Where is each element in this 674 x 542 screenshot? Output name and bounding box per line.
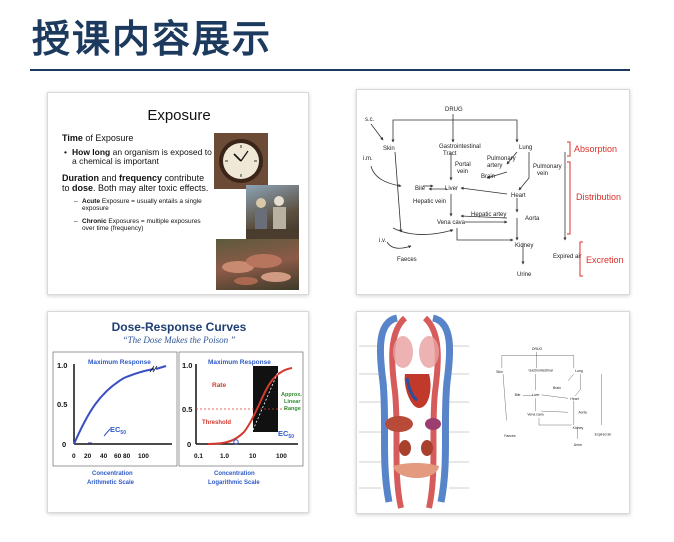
svg-text:60: 60 bbox=[114, 453, 122, 460]
svg-text:1.0: 1.0 bbox=[220, 453, 229, 460]
svg-text:DRUG: DRUG bbox=[532, 347, 543, 351]
node-hepatic-vein: Hepatic vein bbox=[413, 199, 446, 205]
svg-text:1.0: 1.0 bbox=[57, 361, 67, 370]
node-drug: DRUG bbox=[445, 107, 463, 113]
node-pulmonary-artery: Pulmonary bbox=[487, 156, 516, 162]
svg-text:100: 100 bbox=[276, 453, 287, 460]
node-urine: Urine bbox=[517, 272, 532, 278]
svg-text:0: 0 bbox=[72, 453, 76, 460]
time-heading: Time of Exposure bbox=[62, 133, 134, 143]
svg-text:1.0: 1.0 bbox=[182, 361, 192, 370]
slide-thumbnail-dose-response[interactable]: Dose-Response Curves “The Dose Makes the… bbox=[47, 311, 309, 513]
rate-label: Rate bbox=[212, 382, 226, 389]
svg-text:Kidney: Kidney bbox=[573, 426, 584, 430]
left-ec50-label: EC50 bbox=[110, 425, 126, 436]
svg-text:Tract: Tract bbox=[443, 151, 457, 157]
node-iv: i.v. bbox=[379, 238, 387, 244]
svg-text:0.5: 0.5 bbox=[182, 405, 192, 414]
node-portal-vein: Portal bbox=[455, 162, 471, 168]
how-long-bullet: How long an organism is exposed to a che… bbox=[62, 148, 212, 166]
svg-text:100: 100 bbox=[138, 453, 149, 460]
phase-absorption: Absorption bbox=[574, 144, 617, 154]
svg-text:Gastrointestinal: Gastrointestinal bbox=[529, 369, 553, 373]
svg-text:Expired air: Expired air bbox=[595, 432, 612, 436]
svg-text:vein: vein bbox=[537, 171, 548, 177]
workers-photo bbox=[246, 185, 299, 239]
node-bile: Bile bbox=[415, 186, 426, 192]
svg-text:Concentration: Concentration bbox=[214, 471, 255, 477]
slide-thumbnail-exposure[interactable]: Exposure Time of Exposure How long an or… bbox=[47, 92, 309, 295]
node-skin: Skin bbox=[383, 146, 395, 152]
svg-text:40: 40 bbox=[100, 453, 108, 460]
node-expired-air: Expired air bbox=[553, 254, 582, 260]
svg-text:Urine: Urine bbox=[574, 443, 582, 447]
svg-text:Logarithmic Scale: Logarithmic Scale bbox=[208, 480, 260, 486]
svg-text:Liver: Liver bbox=[532, 393, 540, 397]
svg-text:Lung: Lung bbox=[575, 369, 583, 373]
svg-text:Skin: Skin bbox=[496, 370, 503, 374]
node-heart: Heart bbox=[511, 193, 526, 199]
title-divider bbox=[30, 69, 630, 71]
left-max-response: Maximum Response bbox=[88, 359, 151, 366]
phase-distribution: Distribution bbox=[576, 192, 621, 202]
node-sc: s.c. bbox=[365, 117, 375, 123]
node-vena-cava: Vena cava bbox=[437, 220, 466, 226]
node-brain: Brain bbox=[481, 174, 495, 180]
threshold-label: Threshold bbox=[202, 420, 231, 426]
svg-text:0.5: 0.5 bbox=[57, 400, 67, 409]
svg-text:20: 20 bbox=[84, 453, 92, 460]
svg-text:80: 80 bbox=[123, 453, 131, 460]
slide-body: Time of Exposure How long an organism is… bbox=[62, 133, 212, 238]
chronic-bullet: Chronic Exposures = multiple exposures o… bbox=[62, 218, 212, 232]
log-curve bbox=[207, 367, 293, 445]
phase-excretion: Excretion bbox=[586, 255, 624, 265]
arithmetic-curve bbox=[73, 368, 155, 445]
svg-text:Range: Range bbox=[284, 406, 301, 412]
page-title: 授课内容展示 bbox=[32, 17, 273, 61]
svg-text:Linear: Linear bbox=[284, 399, 301, 405]
drug-pathway-diagram: DRUG s.c. i.m. Skin Gastrointestinal Tra… bbox=[363, 107, 624, 278]
right-ec50-label: EC50 bbox=[278, 429, 294, 440]
svg-text:artery: artery bbox=[487, 163, 502, 169]
svg-text:Brain: Brain bbox=[553, 386, 561, 390]
right-max-response: Maximum Response bbox=[208, 359, 271, 366]
svg-text:0: 0 bbox=[62, 440, 66, 449]
slide-thumbnail-circulation[interactable]: DRUG Skin Gastrointestinal Lung Brain Bi… bbox=[356, 311, 630, 514]
node-liver: Liver bbox=[445, 186, 458, 192]
linear-range-label: Approx. bbox=[281, 392, 302, 398]
node-faeces: Faeces bbox=[397, 257, 417, 263]
dead-fish-photo bbox=[216, 239, 299, 290]
svg-text:0: 0 bbox=[187, 440, 191, 449]
node-kidney: Kidney bbox=[515, 243, 533, 249]
svg-text:10: 10 bbox=[249, 453, 257, 460]
svg-text:0.1: 0.1 bbox=[194, 453, 203, 460]
clock-photo bbox=[214, 133, 268, 189]
acute-bullet: Acute Exposure = usually entails a singl… bbox=[62, 198, 212, 212]
node-im: i.m. bbox=[363, 156, 373, 162]
slide-title: Dose-Response Curves bbox=[111, 320, 247, 334]
circulation-diagram: DRUG Skin Gastrointestinal Lung Brain Bi… bbox=[359, 314, 612, 509]
circulatory-system-illustration bbox=[359, 314, 469, 509]
slide-title: Exposure bbox=[147, 107, 211, 124]
node-pulmonary-vein: Pulmonary bbox=[533, 164, 562, 170]
svg-text:Bile: Bile bbox=[515, 393, 521, 397]
duration-paragraph: Duration and frequency contribute to dos… bbox=[62, 173, 209, 193]
node-lung: Lung bbox=[519, 145, 532, 151]
svg-text:vein: vein bbox=[457, 169, 468, 175]
dose-response-figure: 1.0 0.5 0 0 20 40 60 80 100 Maximum Resp… bbox=[52, 351, 304, 486]
svg-text:Vena cava: Vena cava bbox=[527, 413, 543, 417]
svg-text:Heart: Heart bbox=[570, 397, 579, 401]
svg-text:Faeces: Faeces bbox=[504, 434, 516, 438]
svg-text:Arithmetic Scale: Arithmetic Scale bbox=[87, 480, 135, 486]
slide-subtitle: “The Dose Makes the Poison ” bbox=[122, 335, 236, 345]
svg-text:Aorta: Aorta bbox=[578, 410, 586, 414]
node-gi-tract: Gastrointestinal bbox=[439, 144, 481, 150]
slide-thumbnail-pathway[interactable]: DRUG s.c. i.m. Skin Gastrointestinal Tra… bbox=[356, 89, 630, 295]
node-aorta: Aorta bbox=[525, 216, 540, 222]
node-hepatic-artery: Hepatic artey bbox=[471, 212, 506, 218]
svg-text:Concentration: Concentration bbox=[92, 471, 133, 477]
